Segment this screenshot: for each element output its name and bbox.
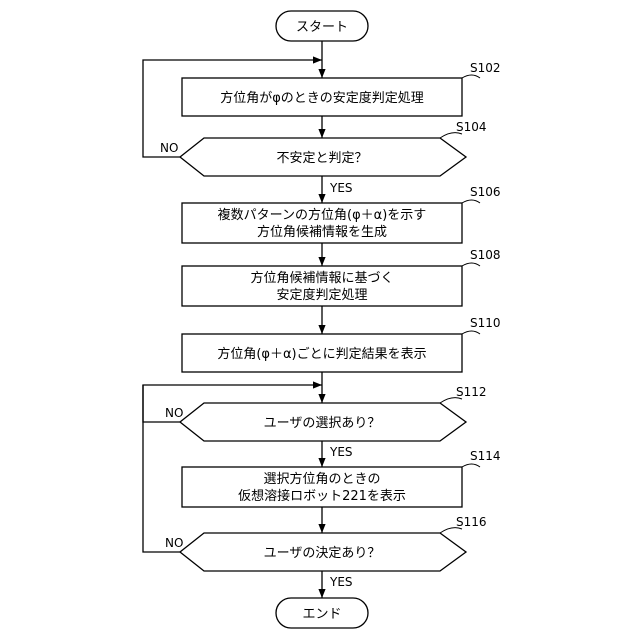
no-label-s104: NO [160,141,178,155]
step-id-s110: S110 [470,316,501,330]
step-leader-s114 [462,464,480,467]
process-text-s102: 方位角がφのときの安定度判定処理 [220,90,424,106]
step-leader-s102 [462,75,480,78]
process-text-s106-line2: 方位角候補情報を生成 [257,224,387,240]
step-leader-s108 [462,263,480,266]
step-id-s104: S104 [456,120,487,134]
step-leader-s106 [462,200,480,203]
decision-text-s116: ユーザの決定あり？ [264,546,381,561]
start-label: スタート [296,20,348,35]
process-text-s108-line2: 安定度判定処理 [276,287,367,303]
step-leader-s110 [462,331,480,334]
step-id-s114: S114 [470,449,501,463]
end-label: エンド [302,607,341,622]
step-id-s116: S116 [456,515,487,529]
process-text-s110: 方位角(φ＋α)ごとに判定結果を表示 [217,346,426,362]
no-label-s116: NO [165,536,183,550]
step-id-s106: S106 [470,185,501,199]
step-id-s112: S112 [456,385,487,399]
yes-label-s116: YES [329,575,353,589]
process-text-s114-line1: 選択方位角のときの [263,471,380,487]
decision-text-s112: ユーザの選択あり？ [264,416,381,431]
process-text-s114-line2: 仮想溶接ロボット221を表示 [238,488,406,504]
yes-label-s104: YES [329,181,353,195]
process-text-s106-line1: 複数パターンの方位角(φ＋α)を示す [218,207,427,223]
step-id-s108: S108 [470,248,501,262]
process-text-s108-line1: 方位角候補情報に基づく [250,270,393,286]
decision-text-s104: 不安定と判定？ [276,151,367,166]
no-label-s112: NO [165,406,183,420]
yes-label-s112: YES [329,445,353,459]
step-id-s102: S102 [470,61,501,75]
